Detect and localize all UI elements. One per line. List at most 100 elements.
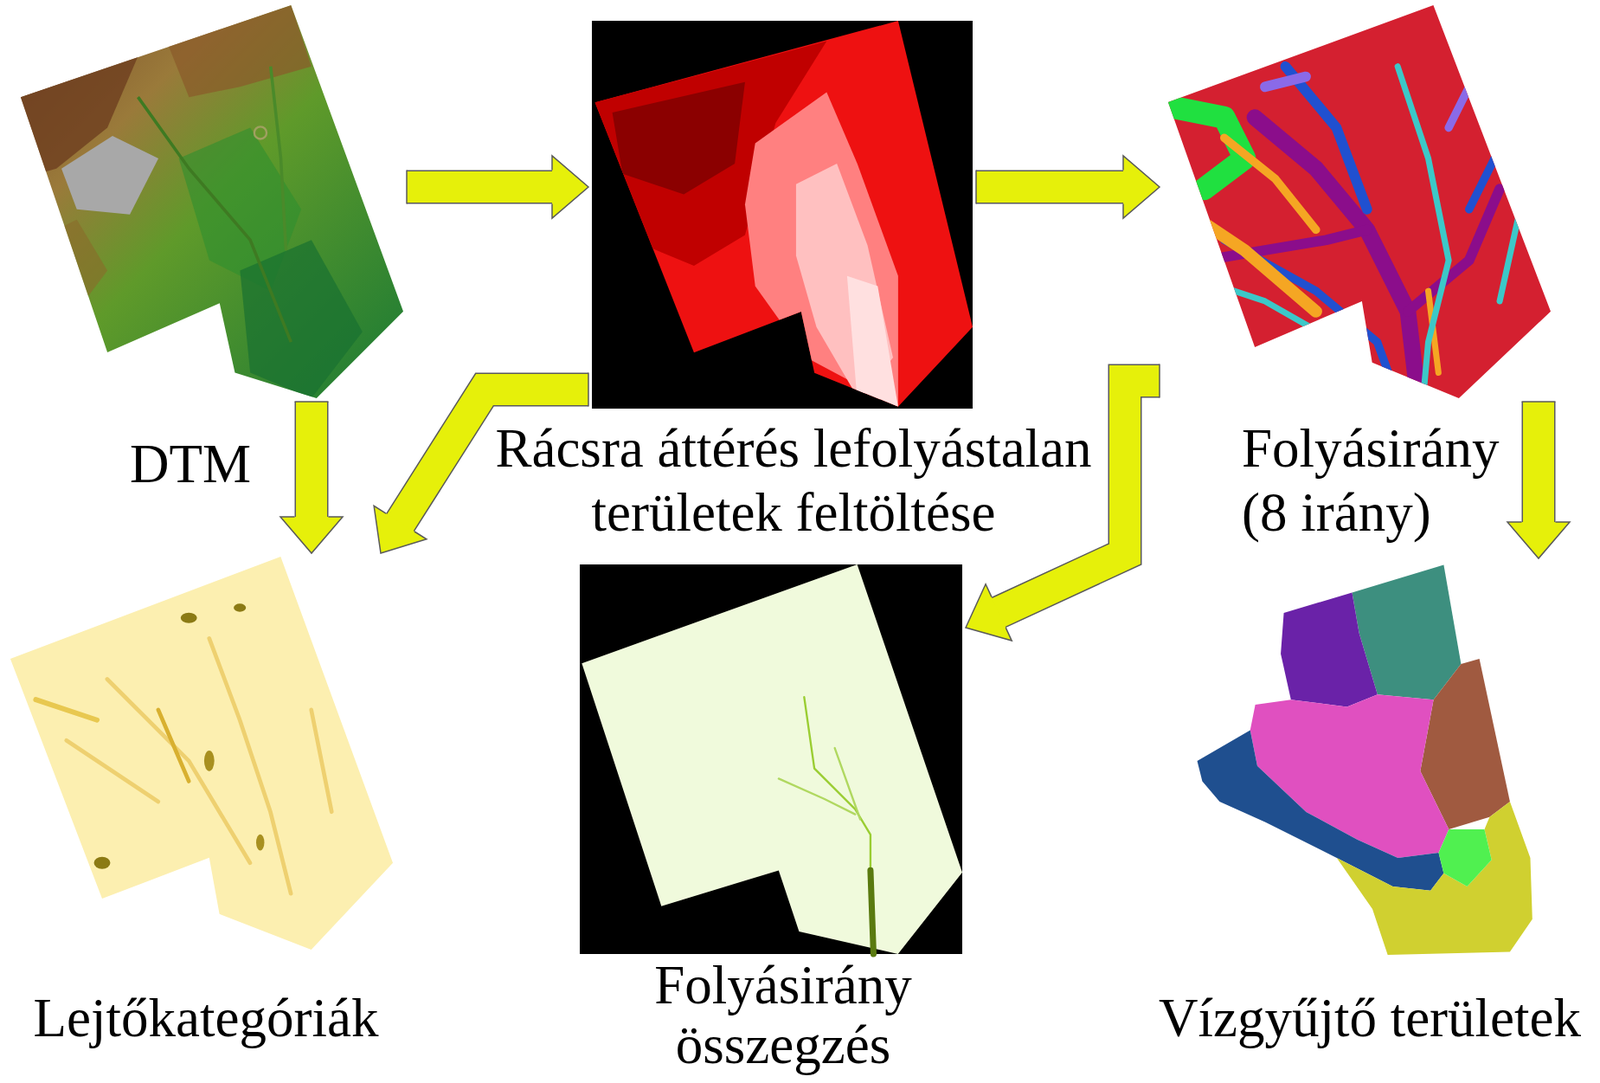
slope-raster [5, 556, 393, 950]
filled-raster-part [591, 20, 973, 409]
filled-raster-part [595, 41, 899, 407]
figure-panel: DTM [15, 5, 404, 399]
figure-panel: Rácsra áttérés lefolyástalan területek f… [591, 20, 973, 409]
slope-raster-part [180, 612, 198, 624]
slope-raster-part [204, 750, 215, 772]
arrow-shaft [1522, 401, 1555, 523]
slope-raster-part [35, 699, 97, 720]
flow-direction-raster-part [1224, 137, 1317, 230]
watershed-map-part [1250, 693, 1450, 858]
flow-direction-raster-part [1407, 188, 1500, 312]
flow-accumulation-raster [579, 564, 963, 954]
arrow-tail-outline [1158, 364, 1161, 399]
arrow-head [552, 155, 589, 219]
flow-direction-raster-part [1489, 66, 1511, 88]
arrow-shaft-outline [997, 380, 1160, 613]
figure-panel: Lejtőkategóriák [5, 556, 393, 950]
flow-direction-raster-part [1173, 66, 1521, 399]
watershed-map-part [1439, 828, 1492, 887]
panel-caption: Rácsra áttérés lefolyástalan területek f… [456, 417, 1131, 545]
slope-raster-part [10, 556, 393, 950]
flow-direction-raster-part [1203, 280, 1337, 342]
flow-direction-raster [1163, 5, 1551, 399]
arrow-head-outline [965, 584, 1012, 641]
arrow-head-outline [1507, 521, 1570, 559]
arrow-shaft [976, 171, 1125, 203]
arrow-tail-outline [975, 170, 977, 205]
flow-direction-raster-part [1499, 209, 1521, 302]
arrow-tail-outline [587, 372, 590, 407]
panel-caption: Folyásirány összegzés [644, 955, 922, 1076]
panel-caption: Lejtőkategóriák [15, 986, 397, 1051]
arrow-tail-outline [1522, 400, 1556, 403]
flow-accumulation-raster-part [778, 777, 855, 814]
arrow-shaft-outline [295, 401, 329, 518]
figure-panel: Folyásirány összegzés [579, 564, 963, 954]
arrow-shaft [997, 380, 1160, 613]
slope-raster-part [233, 603, 246, 611]
flow-accumulation-raster-part [579, 564, 963, 954]
dtm-map-part [36, 219, 109, 312]
slope-raster-part [66, 739, 159, 802]
flow-accumulation-raster-part [835, 747, 861, 819]
flow-accumulation-raster-part [870, 869, 874, 954]
arrow-shaft-outline [976, 170, 1125, 205]
filled-raster-part [595, 20, 973, 407]
arrow-tail-outline [295, 400, 329, 403]
flow-direction-raster-part [1224, 239, 1398, 399]
watershed-map-part [1280, 591, 1378, 707]
block-arrow [976, 155, 1160, 219]
dtm-map-part [137, 96, 291, 342]
panel-caption: Vízgyűjtő területek [1144, 986, 1595, 1051]
arrow-head [1507, 521, 1570, 559]
dtm-map-part [20, 5, 363, 399]
flow-accumulation-raster-part [581, 564, 963, 954]
arrow-head-outline [552, 155, 589, 219]
filled-raster [591, 20, 973, 409]
dtm-map-part [61, 135, 159, 215]
filled-raster-part [745, 92, 899, 407]
slope-raster-part [107, 679, 251, 863]
flow-direction-raster-part [1193, 311, 1245, 333]
figure-panel: Folyásirány (8 irány) [1163, 5, 1551, 399]
watershed-map [1194, 561, 1551, 955]
flow-accumulation-raster-part [803, 696, 871, 870]
arrow-head [373, 505, 427, 553]
slope-raster-part [209, 637, 291, 894]
flow-direction-raster-part [1285, 66, 1367, 210]
arrow-head [280, 516, 343, 553]
slope-raster-part [311, 709, 333, 812]
slope-raster-part [256, 834, 264, 851]
arrow-head [965, 584, 1012, 641]
arrow-head-outline [1123, 155, 1160, 219]
watershed-map-part [1197, 730, 1445, 891]
arrow-tail-outline [405, 170, 408, 205]
flow-direction-raster-part [1397, 66, 1449, 399]
dtm-map-part [168, 5, 312, 97]
dtm-map-part [20, 5, 404, 399]
arrow-shaft-outline [406, 170, 553, 205]
figure-panel: Vízgyűjtő területek [1194, 561, 1551, 955]
slope-raster-part [158, 709, 189, 782]
filled-raster-part [612, 82, 746, 195]
dtm-map [15, 5, 404, 399]
arrow-shaft-outline [1522, 401, 1556, 523]
arrow-head-outline [373, 505, 427, 553]
flow-direction-raster-part [1265, 77, 1306, 88]
block-arrow [406, 155, 589, 219]
slope-raster-part [35, 603, 332, 894]
panel-caption: DTM [103, 432, 277, 497]
arrow-shaft [295, 401, 328, 518]
slope-raster-part [94, 856, 111, 869]
watershed-map-part [1336, 801, 1533, 955]
arrow-head-outline [280, 516, 343, 553]
filled-raster-part [847, 276, 899, 407]
flow-direction-raster-part [1168, 5, 1551, 399]
flow-direction-raster-part [1254, 117, 1419, 399]
arrow-head [1123, 155, 1160, 219]
dtm-map-part [254, 126, 267, 139]
block-arrow [280, 401, 343, 553]
block-arrow [1507, 401, 1570, 559]
flow-accumulation-raster-part [778, 696, 874, 954]
